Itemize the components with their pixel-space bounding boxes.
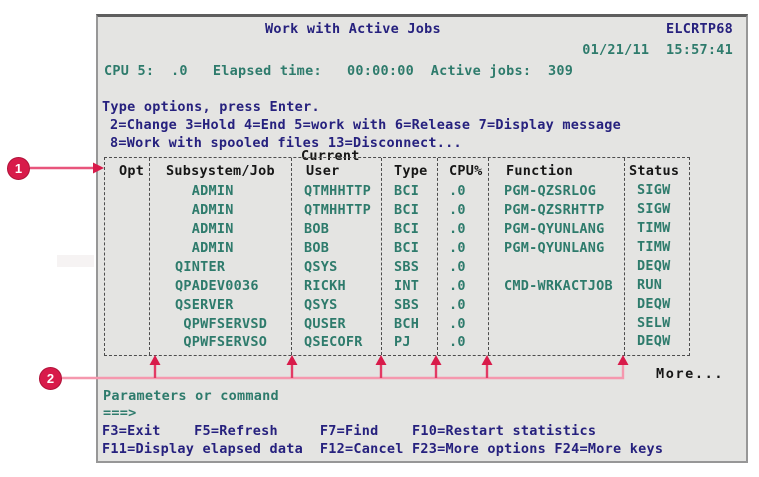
header-user: User bbox=[306, 163, 340, 179]
status-cell: DEQW bbox=[637, 296, 671, 312]
cpu-cell: .0 bbox=[449, 316, 466, 332]
function-cell: PGM-QZSRHTTP bbox=[504, 202, 605, 218]
function-keys-line-1: F3=Exit F5=Refresh F7=Find F10=Restart s… bbox=[102, 423, 597, 439]
user-cell: QSYS bbox=[304, 259, 338, 275]
active-jobs-table: Opt Subsystem/Job User Type CPU% Functio… bbox=[104, 157, 690, 356]
job-cell: QSERVER bbox=[175, 297, 234, 313]
column-separator-opt bbox=[149, 158, 150, 355]
cpu-cell: .0 bbox=[449, 202, 466, 218]
screen-title: Work with Active Jobs bbox=[265, 21, 441, 37]
status-cell: TIMW bbox=[637, 220, 671, 236]
job-cell: QPWFSERVSO bbox=[175, 334, 268, 350]
opt-input[interactable] bbox=[110, 202, 146, 217]
cpu-cell: .0 bbox=[449, 259, 466, 275]
job-cell: QINTER bbox=[175, 259, 226, 275]
system-name: ELCRTP68 bbox=[665, 21, 733, 37]
function-cell: PGM-QZSRLOG bbox=[504, 183, 597, 199]
cpu-status-line: CPU 5: .0 Elapsed time: 00:00:00 Active … bbox=[104, 63, 574, 79]
header-function: Function bbox=[506, 163, 574, 179]
job-cell: ADMIN bbox=[175, 183, 234, 199]
user-cell: BOB bbox=[304, 240, 330, 256]
header-cpu: CPU% bbox=[449, 163, 483, 179]
column-separator-job bbox=[291, 158, 292, 355]
job-cell: QPADEV0036 bbox=[175, 278, 259, 294]
opt-input[interactable] bbox=[110, 297, 146, 312]
column-separator-function bbox=[624, 158, 625, 355]
terminal-screen: Work with Active Jobs ELCRTP68 01/21/11 … bbox=[96, 14, 748, 463]
status-cell: DEQW bbox=[637, 333, 671, 349]
callout-badge-1: 1 bbox=[7, 157, 30, 180]
user-cell: BOB bbox=[304, 221, 330, 237]
opt-input[interactable] bbox=[110, 316, 146, 331]
opt-input[interactable] bbox=[110, 183, 146, 198]
column-separator-user bbox=[381, 158, 382, 355]
user-cell: QTMHHTTP bbox=[304, 202, 372, 218]
options-line-2: 8=Work with spooled files 13=Disconnect.… bbox=[110, 135, 462, 151]
type-cell: BCI bbox=[394, 221, 420, 237]
cpu-cell: .0 bbox=[449, 221, 466, 237]
user-cell: QSYS bbox=[304, 297, 338, 313]
user-cell: QSECOFR bbox=[304, 334, 363, 350]
type-cell: BCH bbox=[394, 316, 420, 332]
user-cell: QUSER bbox=[304, 316, 346, 332]
user-cell: RICKH bbox=[304, 278, 346, 294]
opt-input[interactable] bbox=[110, 240, 146, 255]
cpu-cell: .0 bbox=[449, 334, 466, 350]
header-status: Status bbox=[629, 163, 680, 179]
cpu-cell: .0 bbox=[449, 278, 466, 294]
type-cell: BCI bbox=[394, 240, 420, 256]
status-cell: RUN bbox=[637, 277, 663, 293]
column-separator-cpu bbox=[488, 158, 489, 355]
cpu-cell: .0 bbox=[449, 297, 466, 313]
type-cell: SBS bbox=[394, 297, 420, 313]
command-input-line[interactable]: ===> bbox=[103, 405, 137, 421]
header-opt: Opt bbox=[119, 163, 145, 179]
cpu-cell: .0 bbox=[449, 240, 466, 256]
status-cell: TIMW bbox=[637, 239, 671, 255]
status-cell: SIGW bbox=[637, 201, 671, 217]
job-cell: ADMIN bbox=[175, 240, 234, 256]
type-cell: BCI bbox=[394, 183, 420, 199]
options-line-1: 2=Change 3=Hold 4=End 5=work with 6=Rele… bbox=[110, 117, 622, 133]
function-keys-line-2: F11=Display elapsed data F12=Cancel F23=… bbox=[102, 441, 664, 457]
type-cell: SBS bbox=[394, 259, 420, 275]
current-column-label: Current bbox=[301, 148, 360, 164]
function-cell: CMD-WRKACTJOB bbox=[504, 278, 613, 294]
type-cell: BCI bbox=[394, 202, 420, 218]
opt-input[interactable] bbox=[110, 221, 146, 236]
header-type: Type bbox=[394, 163, 428, 179]
user-cell: QTMHHTTP bbox=[304, 183, 372, 199]
parameters-label: Parameters or command bbox=[103, 388, 279, 404]
job-cell: QPWFSERVSD bbox=[175, 316, 268, 332]
status-cell: SELW bbox=[637, 315, 671, 331]
header-job: Subsystem/Job bbox=[166, 163, 275, 179]
opt-input[interactable] bbox=[110, 334, 146, 349]
more-indicator: More... bbox=[656, 366, 725, 382]
status-cell: DEQW bbox=[637, 258, 671, 274]
column-separator-type bbox=[437, 158, 438, 355]
opt-input[interactable] bbox=[110, 259, 146, 274]
function-cell: PGM-QYUNLANG bbox=[504, 240, 605, 256]
date-time: 01/21/11 15:57:41 bbox=[582, 42, 733, 58]
cpu-cell: .0 bbox=[449, 183, 466, 199]
function-cell: PGM-QYUNLANG bbox=[504, 221, 605, 237]
callout-badge-2: 2 bbox=[39, 367, 62, 390]
status-cell: SIGW bbox=[637, 182, 671, 198]
options-prompt: Type options, press Enter. bbox=[102, 99, 320, 115]
job-cell: ADMIN bbox=[175, 221, 234, 237]
page-artifact bbox=[57, 255, 94, 267]
job-cell: ADMIN bbox=[175, 202, 234, 218]
type-cell: INT bbox=[394, 278, 420, 294]
opt-input[interactable] bbox=[110, 278, 146, 293]
type-cell: PJ bbox=[394, 334, 411, 350]
